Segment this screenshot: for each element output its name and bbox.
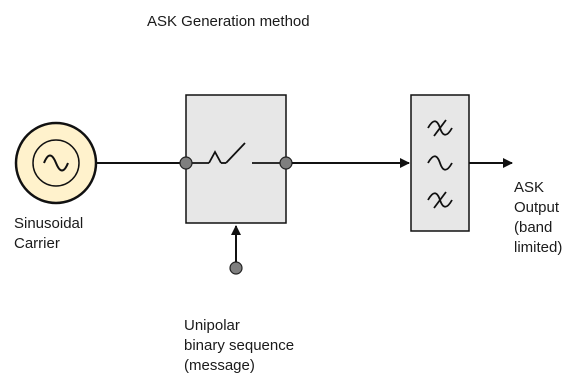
sine-wave-icon <box>43 154 69 172</box>
output-label-line-4: limited) <box>514 239 563 256</box>
carrier-source <box>14 121 98 205</box>
message-label-line-1: Unipolar <box>184 317 240 334</box>
switch-output-terminal <box>279 156 293 170</box>
switch-block <box>179 94 293 224</box>
band-pass-filter-icon <box>427 119 453 209</box>
carrier-label-line-2: Carrier <box>14 235 60 252</box>
message-label-line-2: binary sequence <box>184 337 295 354</box>
message-terminal <box>229 261 243 275</box>
output-label-line-2: Output <box>514 199 560 216</box>
message-label-line-3: (message) <box>184 357 255 374</box>
output-label-line-3: (band <box>514 219 553 236</box>
carrier-label-line-1: Sinusoidal <box>14 215 84 232</box>
filter-block <box>410 94 470 232</box>
message-input <box>229 225 243 275</box>
diagram-title: ASK Generation method <box>147 13 310 30</box>
output-label-line-1: ASK <box>514 179 545 196</box>
switch-input-terminal <box>179 156 193 170</box>
